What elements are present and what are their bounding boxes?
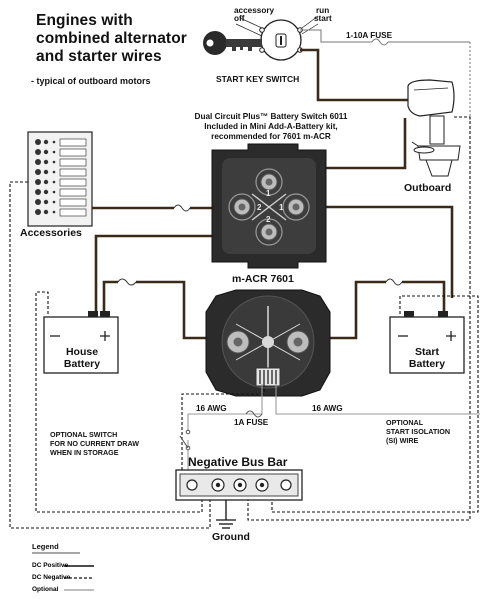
battery-switch-label: Dual Circuit Plus™ Battery Switch 6011 I… <box>194 112 348 141</box>
dc-negative-wires <box>9 116 479 529</box>
house-battery-label: House Battery <box>63 346 101 370</box>
acr-label: m-ACR 7601 <box>232 273 294 285</box>
awg-left-label: 16 AWG <box>196 404 227 413</box>
svg-text:2: 2 <box>266 215 271 224</box>
ground-label: Ground <box>212 531 250 543</box>
legend-dc-positive: DC Positive <box>32 562 69 569</box>
optional-switch-label: OPTIONAL SWITCH FOR NO CURRENT DRAW WHEN… <box>50 430 140 457</box>
legend-optional: Optional <box>32 586 59 593</box>
legend-dc-negative: DC Negative <box>32 574 71 581</box>
bus-bar-label: Negative Bus Bar <box>188 455 288 469</box>
optional-si-label: OPTIONAL START ISOLATION (SI) WIRE <box>386 418 451 445</box>
fuse-1a-label: 1A FUSE <box>234 418 269 427</box>
svg-text:2: 2 <box>257 203 262 212</box>
outboard-motor-icon <box>407 79 461 177</box>
outboard-label: Outboard <box>404 182 452 194</box>
key-switch <box>235 15 319 61</box>
start-battery-icon <box>389 311 465 374</box>
key-icon <box>203 31 262 55</box>
legend-title: Legend <box>32 542 59 551</box>
accessories-panel <box>27 131 93 227</box>
optional-switch-icon <box>179 429 191 451</box>
negative-bus-bar <box>175 469 303 501</box>
house-battery-icon <box>43 311 119 374</box>
legend-lines <box>32 552 94 591</box>
svg-text:1: 1 <box>279 203 284 212</box>
optional-wires <box>187 384 480 470</box>
key-position-accessory: accessory <box>234 6 275 15</box>
acr-device <box>205 289 331 397</box>
fuse-top-label: 1-10A FUSE <box>346 31 393 40</box>
battery-switch: 1 2 1 2 <box>211 143 327 269</box>
ground-symbol <box>216 500 236 529</box>
key-switch-label: START KEY SWITCH <box>216 74 300 84</box>
awg-right-label: 16 AWG <box>312 404 343 413</box>
key-position-run: run <box>316 6 330 15</box>
key-position-off: off <box>234 14 245 23</box>
svg-text:1: 1 <box>266 189 271 198</box>
start-battery-label: Start Battery <box>408 346 446 370</box>
key-position-start: start <box>314 14 332 23</box>
diagram-subtitle: - typical of outboard motors <box>31 76 151 86</box>
diagram-title: Engines with combined alternator and sta… <box>36 12 187 65</box>
accessories-label: Accessories <box>20 227 82 239</box>
